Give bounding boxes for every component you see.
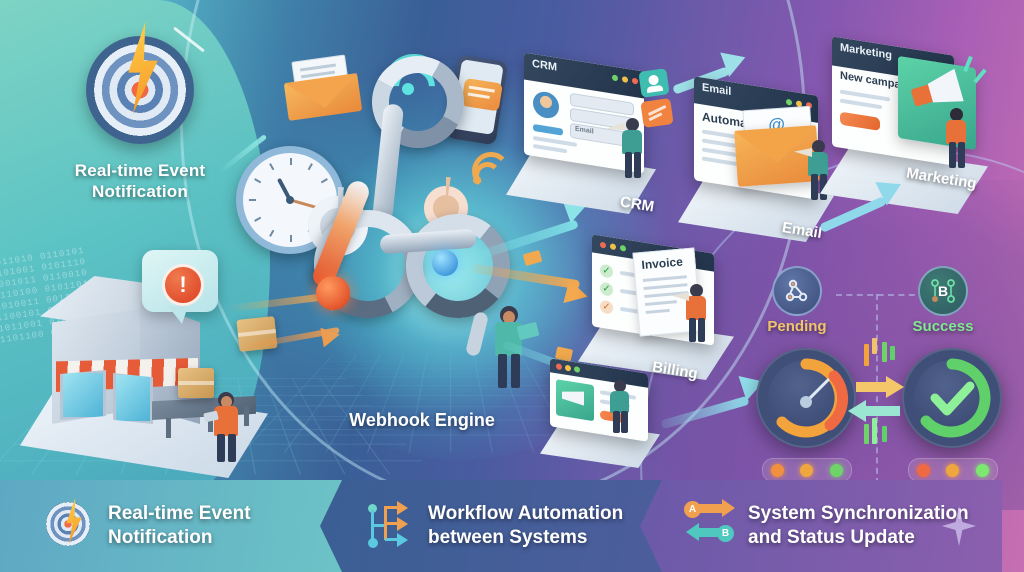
alert-bubble-tail (168, 306, 188, 324)
speedometer-needle-icon (776, 358, 849, 438)
bullseye-bolt-icon (44, 498, 96, 552)
node-graph-b-icon: B (918, 266, 968, 316)
status-dash-connector (836, 294, 946, 296)
caption-sync-text: System Synchronization and Status Update (748, 503, 969, 548)
caption-realtime-text: Real-time Event Notification (108, 503, 251, 548)
candle-2 (872, 338, 877, 354)
caption-bar: Real-time Event Notification Workflow Au… (0, 480, 1024, 572)
candle-5 (864, 424, 869, 444)
caption-workflow-text: Workflow Automation between Systems (428, 503, 624, 548)
checkmark-icon (920, 358, 991, 438)
edit-pencil-icon (640, 98, 674, 128)
arrow-right-icon (856, 382, 890, 392)
storefront-door (113, 373, 153, 424)
arrow-left-head (848, 400, 866, 422)
crm-screen-title: CRM (532, 57, 558, 74)
workflow-branch-icon (364, 500, 416, 552)
pending-label: Pending (767, 318, 827, 335)
storefront-window-left (60, 370, 106, 420)
svg-text:B: B (938, 283, 948, 299)
marketing-cta-button[interactable] (840, 111, 880, 131)
caption-system-sync[interactable]: A B System Synchronization and Status Up… (640, 480, 1002, 572)
arrow-right-head (886, 376, 904, 398)
pending-gauge (756, 348, 856, 448)
candle-4 (890, 346, 895, 360)
thermometer-bulb (316, 276, 350, 310)
billing-check-1: ✓ (600, 263, 613, 279)
billing-check-3: ✓ (600, 299, 613, 315)
conveyor-leg-1 (166, 418, 171, 438)
success-label: Success (912, 318, 974, 335)
caption-realtime-event[interactable]: Real-time Event Notification (0, 480, 342, 572)
marketing-screen-title: Marketing (840, 41, 892, 62)
candle-6 (872, 418, 877, 444)
contact-card-icon (638, 68, 670, 98)
candle-1 (864, 344, 869, 366)
email-screen-title: Email (702, 81, 732, 99)
conveyor-leg-2 (208, 412, 213, 432)
candle-7 (882, 426, 887, 442)
pending-status-lights (762, 458, 852, 482)
package-box-icon (178, 368, 214, 398)
alert-exclamation-icon: ! (162, 264, 204, 306)
envelope-icon (283, 54, 363, 121)
webhook-logo-icon (772, 266, 822, 316)
success-gauge (902, 348, 1002, 448)
page-title: Real-time Event Notification (74, 161, 206, 201)
conveyor-leg-3 (244, 406, 249, 426)
rss-signal-icon (470, 150, 510, 190)
candle-3 (882, 342, 887, 362)
invoice-title: Invoice (640, 254, 684, 273)
ab-sync-arrows-icon: A B (684, 499, 736, 552)
arrow-left-icon (866, 406, 900, 416)
gear-icon-small (415, 177, 477, 239)
engine-label: Webhook Engine (349, 410, 495, 430)
webhook-node-dot (432, 250, 458, 276)
at-envelope-icon (734, 125, 820, 187)
billing-check-2: ✓ (600, 281, 613, 297)
caption-workflow-automation[interactable]: Workflow Automation between Systems (320, 480, 662, 572)
success-status-lights (908, 458, 998, 482)
